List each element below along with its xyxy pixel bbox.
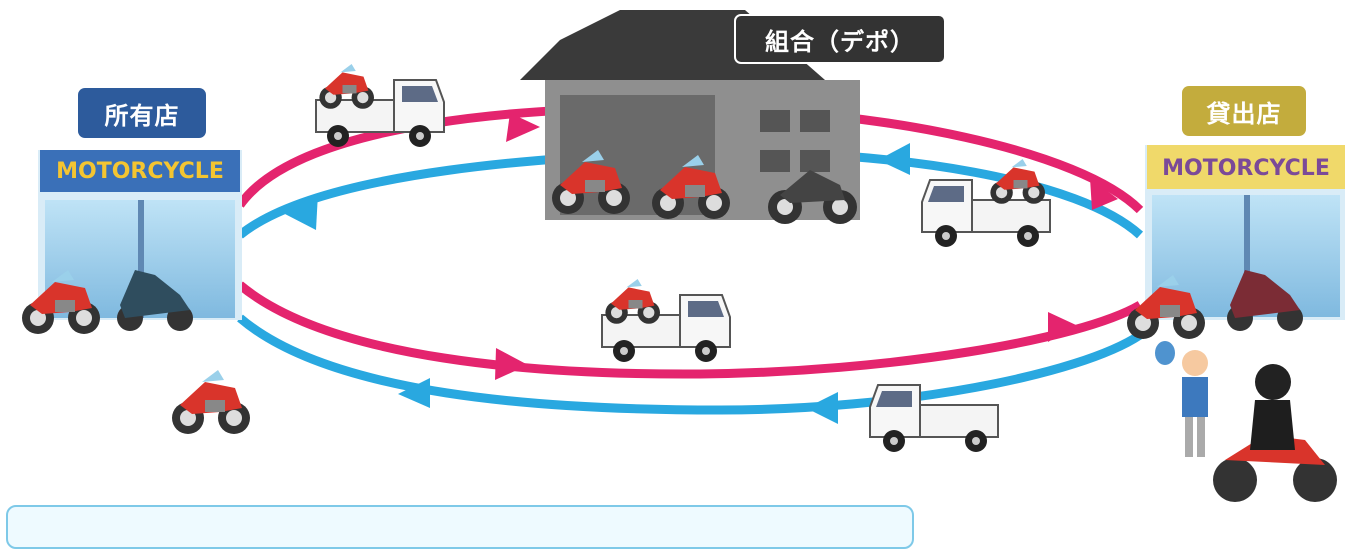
arrowhead-pink-bottom-mid xyxy=(495,348,528,380)
owner-shop-sign: MOTORCYCLE xyxy=(56,159,224,184)
shop-staff-person xyxy=(1155,341,1208,457)
arrowhead-pink-bottom-right xyxy=(1048,312,1076,342)
arrowhead-pink-top xyxy=(506,113,540,142)
owner-scooter xyxy=(117,270,193,331)
owner-shop-label: 所有店 xyxy=(78,88,206,138)
arrowhead-pink-right xyxy=(1090,178,1118,210)
rental-scooter xyxy=(1227,270,1303,331)
depot-label: 組合（デポ） xyxy=(734,14,946,64)
arrowhead-blue-bottom-right xyxy=(806,392,838,424)
rental-shop-sign: MOTORCYCLE xyxy=(1162,156,1330,181)
bottom-caption-box xyxy=(6,505,914,549)
flow-diagram: MOTORCYCLE MOTORCYCLE xyxy=(22,10,1345,502)
depot-motorcycle-3 xyxy=(768,170,857,224)
arrowhead-blue-bottom-left xyxy=(398,378,430,408)
truck-middle xyxy=(601,279,731,363)
arrowhead-blue-top-left xyxy=(285,193,318,230)
parked-motorcycle-left xyxy=(172,370,250,434)
arrowhead-blue-top-right xyxy=(878,143,910,175)
rider-on-motorcycle xyxy=(1213,364,1337,502)
rental-shop-label: 貸出店 xyxy=(1182,86,1306,136)
